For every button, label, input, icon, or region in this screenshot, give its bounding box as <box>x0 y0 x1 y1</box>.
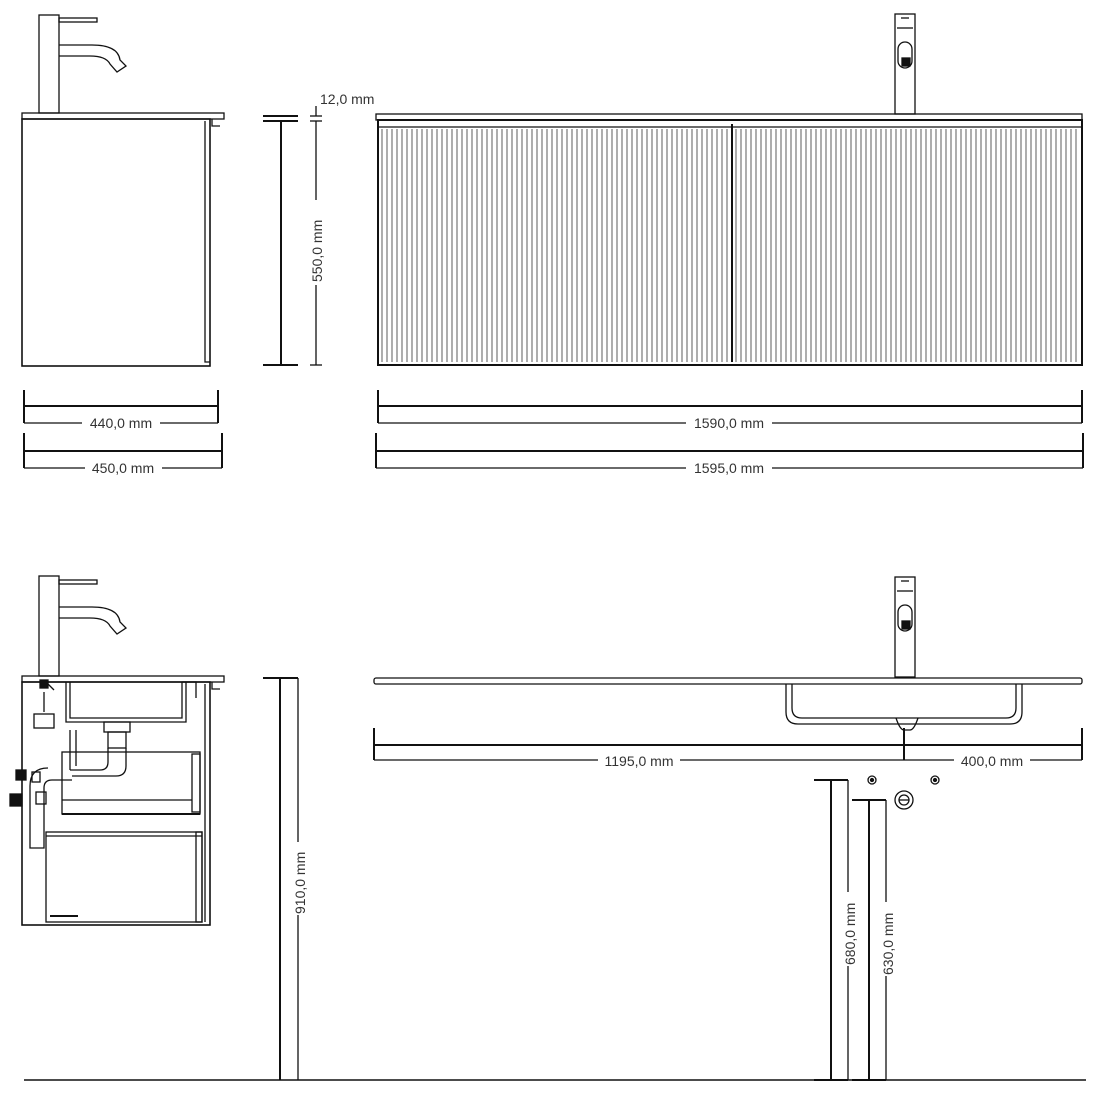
side-section-view <box>9 575 225 926</box>
countertop-side-top <box>21 112 225 120</box>
dim-630mm <box>852 799 887 1081</box>
cabinet-side-top <box>21 118 211 367</box>
wall-fixings <box>867 775 940 810</box>
dim-label-top-thickness: 12,0 mm <box>320 91 374 107</box>
dim-440mm <box>23 390 219 424</box>
dim-label-mount-height: 910,0 mm <box>292 852 308 914</box>
side-view-top <box>21 14 225 367</box>
dim-12mm <box>263 106 322 122</box>
basin-front-section <box>785 684 1023 731</box>
waste-trap <box>29 683 131 849</box>
faucet-side-bottom <box>38 575 128 677</box>
dim-label-cabinet-height: 550,0 mm <box>309 220 325 282</box>
door-edge-side-top <box>204 121 210 363</box>
dim-1195-400mm <box>373 728 1083 761</box>
dim-label-front-inner: 1590,0 mm <box>694 415 764 431</box>
countertop-section <box>373 677 1083 685</box>
cabinet-front <box>377 119 1083 366</box>
dim-label-top-left-section: 1195,0 mm <box>605 753 674 769</box>
dim-label-front-outer: 1595,0 mm <box>694 460 764 476</box>
basin-section <box>65 681 197 723</box>
dim-550mm <box>263 121 322 366</box>
faucet-front-bottom <box>894 576 916 678</box>
faucet-front-top <box>894 13 916 115</box>
dim-label-drain-high: 680,0 mm <box>842 903 858 965</box>
dim-label-drain-low: 630,0 mm <box>880 913 896 975</box>
faucet-side-top <box>38 14 128 114</box>
drawer-upper <box>61 751 201 815</box>
dim-label-side-inner: 440,0 mm <box>90 415 152 431</box>
dim-1590mm <box>377 390 1083 424</box>
valves <box>9 679 49 807</box>
dim-1595mm <box>375 433 1084 469</box>
fluted-door-panels <box>381 129 1077 362</box>
dim-450mm <box>23 433 223 469</box>
drawer-lower <box>45 831 203 923</box>
dim-label-side-outer: 450,0 mm <box>92 460 154 476</box>
dim-910mm <box>263 677 299 1080</box>
dim-label-top-right-section: 400,0 mm <box>961 753 1023 769</box>
